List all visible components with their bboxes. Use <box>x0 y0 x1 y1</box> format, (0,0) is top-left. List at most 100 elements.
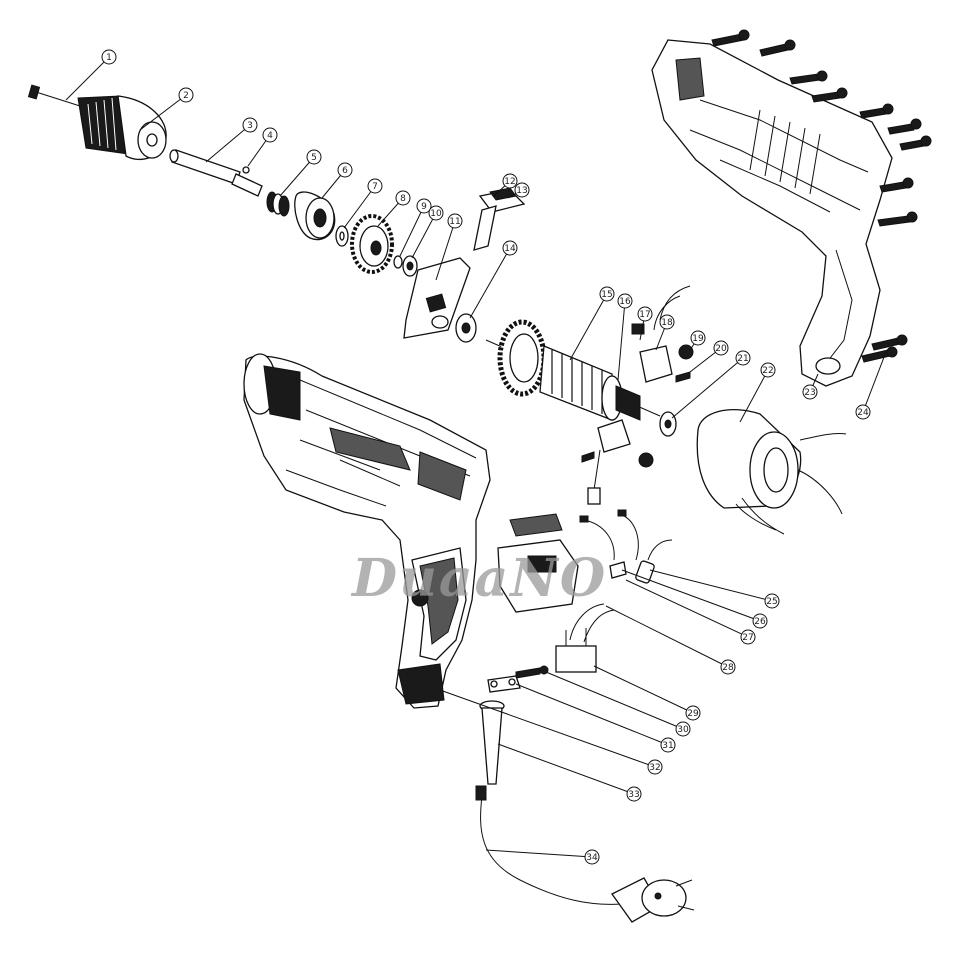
callout-circle <box>416 198 432 214</box>
chuck-part-2 <box>77 95 167 161</box>
callout-circle <box>802 384 818 400</box>
plug-part-34 <box>611 877 695 923</box>
callout-circle <box>647 759 663 775</box>
callout-circle <box>626 786 642 802</box>
callout-number: 23 <box>804 388 815 398</box>
callout-number: 5 <box>311 153 317 163</box>
callout-3: 3 <box>242 117 258 133</box>
washer-part-7 <box>335 225 349 247</box>
bearing-part-6 <box>294 191 336 241</box>
brush-holder-part-18 <box>587 419 631 505</box>
clamp-part-31 <box>487 675 521 693</box>
watermark: DuaaNO <box>350 548 607 609</box>
callout-28: 28 <box>720 659 736 675</box>
gear-part-8 <box>350 214 394 274</box>
callout-25: 25 <box>764 593 780 609</box>
callout-circle <box>660 737 676 753</box>
callout-circle <box>306 149 322 165</box>
strain-relief-part-32 <box>479 700 505 785</box>
brush-holder-part-16 <box>639 285 691 383</box>
callout-number: 20 <box>715 344 727 354</box>
callout-22: 22 <box>760 362 776 378</box>
callout-circle <box>395 190 411 206</box>
callout-13: 13 <box>514 182 530 198</box>
callout-number: 14 <box>504 244 516 254</box>
callout-circle <box>685 705 701 721</box>
callout-number: 9 <box>421 202 427 212</box>
callout-12: 12 <box>502 173 518 189</box>
callout-circle <box>178 87 194 103</box>
callout-number: 15 <box>601 290 612 300</box>
callout-circle <box>764 593 780 609</box>
callout-number: 29 <box>687 709 699 719</box>
callout-number: 33 <box>628 790 639 800</box>
callout-circle <box>760 362 776 378</box>
circlip-part-9 <box>393 255 403 269</box>
callout-number: 11 <box>449 217 460 227</box>
callout-circle <box>242 117 258 133</box>
callout-circle <box>637 306 653 322</box>
callout-number: 24 <box>857 408 869 418</box>
callout-circle <box>514 182 530 198</box>
callout-circle <box>675 721 691 737</box>
callout-15: 15 <box>599 286 615 302</box>
bearing-part-10 <box>402 255 418 277</box>
callout-30: 30 <box>675 721 691 737</box>
ball-part-4 <box>242 166 250 174</box>
callout-number: 30 <box>677 725 689 735</box>
callout-number: 32 <box>649 763 660 773</box>
callout-circle <box>502 173 518 189</box>
callout-number: 31 <box>662 741 673 751</box>
callout-circle <box>752 613 768 629</box>
screw-part-24 <box>711 29 932 363</box>
callout-20: 20 <box>713 340 729 356</box>
callout-number: 26 <box>754 617 766 627</box>
callout-number: 25 <box>766 597 777 607</box>
callout-number: 22 <box>762 366 773 376</box>
callout-17: 17 <box>637 306 653 322</box>
callout-7: 7 <box>367 178 383 194</box>
callout-number: 7 <box>372 182 378 192</box>
callout-29: 29 <box>685 705 701 721</box>
callout-16: 16 <box>617 293 633 309</box>
callout-circle <box>720 659 736 675</box>
callout-circle <box>337 162 353 178</box>
bearing-part-14 <box>455 313 477 343</box>
housing-part-23 <box>651 39 893 387</box>
screw-part-20 <box>581 371 691 463</box>
callout-circle <box>584 849 600 865</box>
screw-part-30 <box>515 665 549 679</box>
callout-6: 6 <box>337 162 353 178</box>
callout-number: 12 <box>504 177 515 187</box>
callout-32: 32 <box>647 759 663 775</box>
callout-8: 8 <box>395 190 411 206</box>
callout-26: 26 <box>752 613 768 629</box>
callout-34: 34 <box>584 849 600 865</box>
callout-number: 8 <box>400 194 406 204</box>
callout-14: 14 <box>502 240 518 256</box>
switch-lever-part-12 <box>473 187 526 251</box>
callout-labels: 1234567891011121314151617181920212223242… <box>101 49 871 865</box>
callout-number: 27 <box>742 633 753 643</box>
wire-part-28 <box>569 603 615 643</box>
bearing-part-21 <box>659 411 677 437</box>
callout-circle <box>101 49 117 65</box>
callout-number: 4 <box>267 131 273 141</box>
callout-circle <box>855 404 871 420</box>
callout-circle <box>617 293 633 309</box>
callout-circle <box>428 205 444 221</box>
callout-23: 23 <box>802 384 818 400</box>
callout-21: 21 <box>735 350 751 366</box>
callout-circle <box>502 240 518 256</box>
callout-number: 28 <box>722 663 734 673</box>
wire-part-27 <box>579 509 639 561</box>
callout-31: 31 <box>660 737 676 753</box>
callout-circle <box>690 330 706 346</box>
callout-number: 6 <box>342 166 348 176</box>
callout-circle <box>447 213 463 229</box>
callout-11: 11 <box>447 213 463 229</box>
callout-10: 10 <box>428 205 444 221</box>
callout-number: 3 <box>247 121 253 131</box>
callout-number: 18 <box>661 318 673 328</box>
